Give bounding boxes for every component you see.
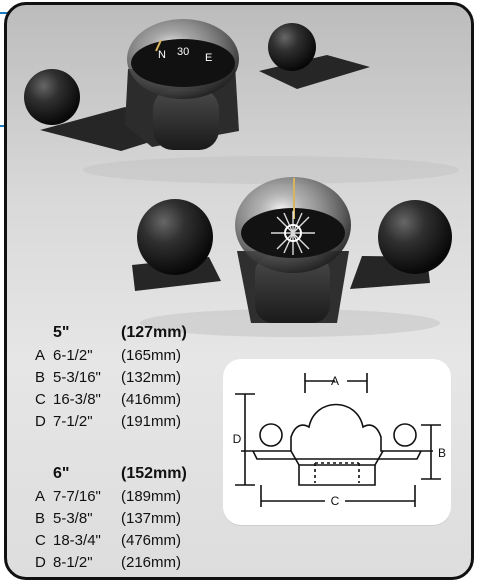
upper-bowl	[153, 89, 219, 150]
specs-5-header-mm: (127mm)	[121, 324, 187, 341]
upper-right-arm	[259, 55, 370, 89]
specs-6-row-c-mm: (476mm)	[121, 532, 182, 549]
specs-6-row-a-mm: (189mm)	[121, 488, 182, 505]
specs-6-row-c-size: 18-3/4"	[53, 532, 101, 549]
specs-5-row-a-letter: A	[35, 347, 46, 364]
specs-5-header-size: 5"	[53, 324, 70, 341]
specs-5-row-d: D 7-1/2" (191mm)	[35, 411, 225, 433]
upper-compass-photo: N 30 E	[24, 19, 459, 184]
upper-shadow	[83, 156, 459, 184]
specs-5-row-c: C 16-3/8" (416mm)	[35, 389, 225, 411]
product-card: N 30 E	[4, 2, 474, 580]
diagram-label-b: B	[438, 446, 446, 460]
specs-5-row-b: B 5-3/16" (132mm)	[35, 367, 225, 389]
specs-6-row-a-letter: A	[35, 488, 46, 505]
specs-5-row-a-size: 6-1/2"	[53, 347, 93, 364]
specs-6-row-d-mm: (216mm)	[121, 554, 182, 571]
upper-dial-mark-30: 30	[177, 46, 189, 58]
specs-6-row-b-mm: (137mm)	[121, 510, 182, 527]
specs-5-row-d-size: 7-1/2"	[53, 413, 93, 430]
compass-photos: N 30 E	[7, 5, 471, 577]
lower-left-ball	[137, 199, 213, 275]
specs-5-row-b-size: 5-3/16"	[53, 369, 101, 386]
specs-5-row-d-mm: (191mm)	[121, 413, 182, 430]
diagram-label-c: C	[331, 494, 340, 508]
specs-6-row-d-size: 8-1/2"	[53, 554, 93, 571]
specs-5-row-d-letter: D	[35, 413, 46, 430]
lower-compass-rays	[271, 211, 315, 255]
specs-5-header: 5" (127mm)	[35, 321, 225, 345]
specs-6-row-a: A 7-7/16" (189mm)	[35, 486, 225, 508]
diagram-label-a: A	[331, 374, 339, 388]
specs-5-inch: 5" (127mm) A 6-1/2" (165mm) B 5-3/16" (1…	[35, 321, 225, 433]
specs-6-header: 6" (152mm)	[35, 462, 225, 486]
specs-6-header-size: 6"	[53, 465, 70, 482]
lower-compass-photo	[132, 177, 452, 337]
upper-dial-mark-e: E	[205, 52, 212, 64]
specs-6-row-c: C 18-3/4" (476mm)	[35, 530, 225, 552]
dimension-diagram: A D B C	[233, 373, 446, 508]
specs-5-row-c-mm: (416mm)	[121, 391, 182, 408]
upper-dial-mark-n: N	[158, 49, 166, 61]
dimension-diagram-panel: A D B C	[223, 359, 451, 525]
upper-lubber-line	[155, 39, 162, 52]
specs-5-row-b-letter: B	[35, 369, 46, 386]
specs-5-row-b-mm: (132mm)	[121, 369, 182, 386]
specs-6-header-mm: (152mm)	[121, 465, 187, 482]
specs-6-row-d: D 8-1/2" (216mm)	[35, 552, 225, 574]
specs-6-row-a-size: 7-7/16"	[53, 488, 101, 505]
specs-6-row-b-size: 5-3/8"	[53, 510, 93, 527]
specs-6-row-b-letter: B	[35, 510, 46, 527]
specs-5-row-a: A 6-1/2" (165mm)	[35, 345, 225, 367]
specs-5-row-a-mm: (165mm)	[121, 347, 182, 364]
upper-right-ball	[268, 23, 316, 71]
lower-right-ball	[378, 200, 452, 274]
specs-6-inch: 6" (152mm) A 7-7/16" (189mm) B 5-3/8" (1…	[35, 462, 225, 574]
upper-left-ball	[24, 69, 80, 125]
specs-5-row-c-size: 16-3/8"	[53, 391, 101, 408]
lower-bowl	[255, 255, 330, 323]
specs-5-row-c-letter: C	[35, 391, 46, 408]
specs-6-row-d-letter: D	[35, 554, 46, 571]
specs-6-row-c-letter: C	[35, 532, 46, 549]
diagram-outline	[235, 373, 441, 507]
specs-6-row-b: B 5-3/8" (137mm)	[35, 508, 225, 530]
compass-illustration-svg: N 30 E	[24, 19, 459, 337]
diagram-label-d: D	[233, 432, 242, 446]
